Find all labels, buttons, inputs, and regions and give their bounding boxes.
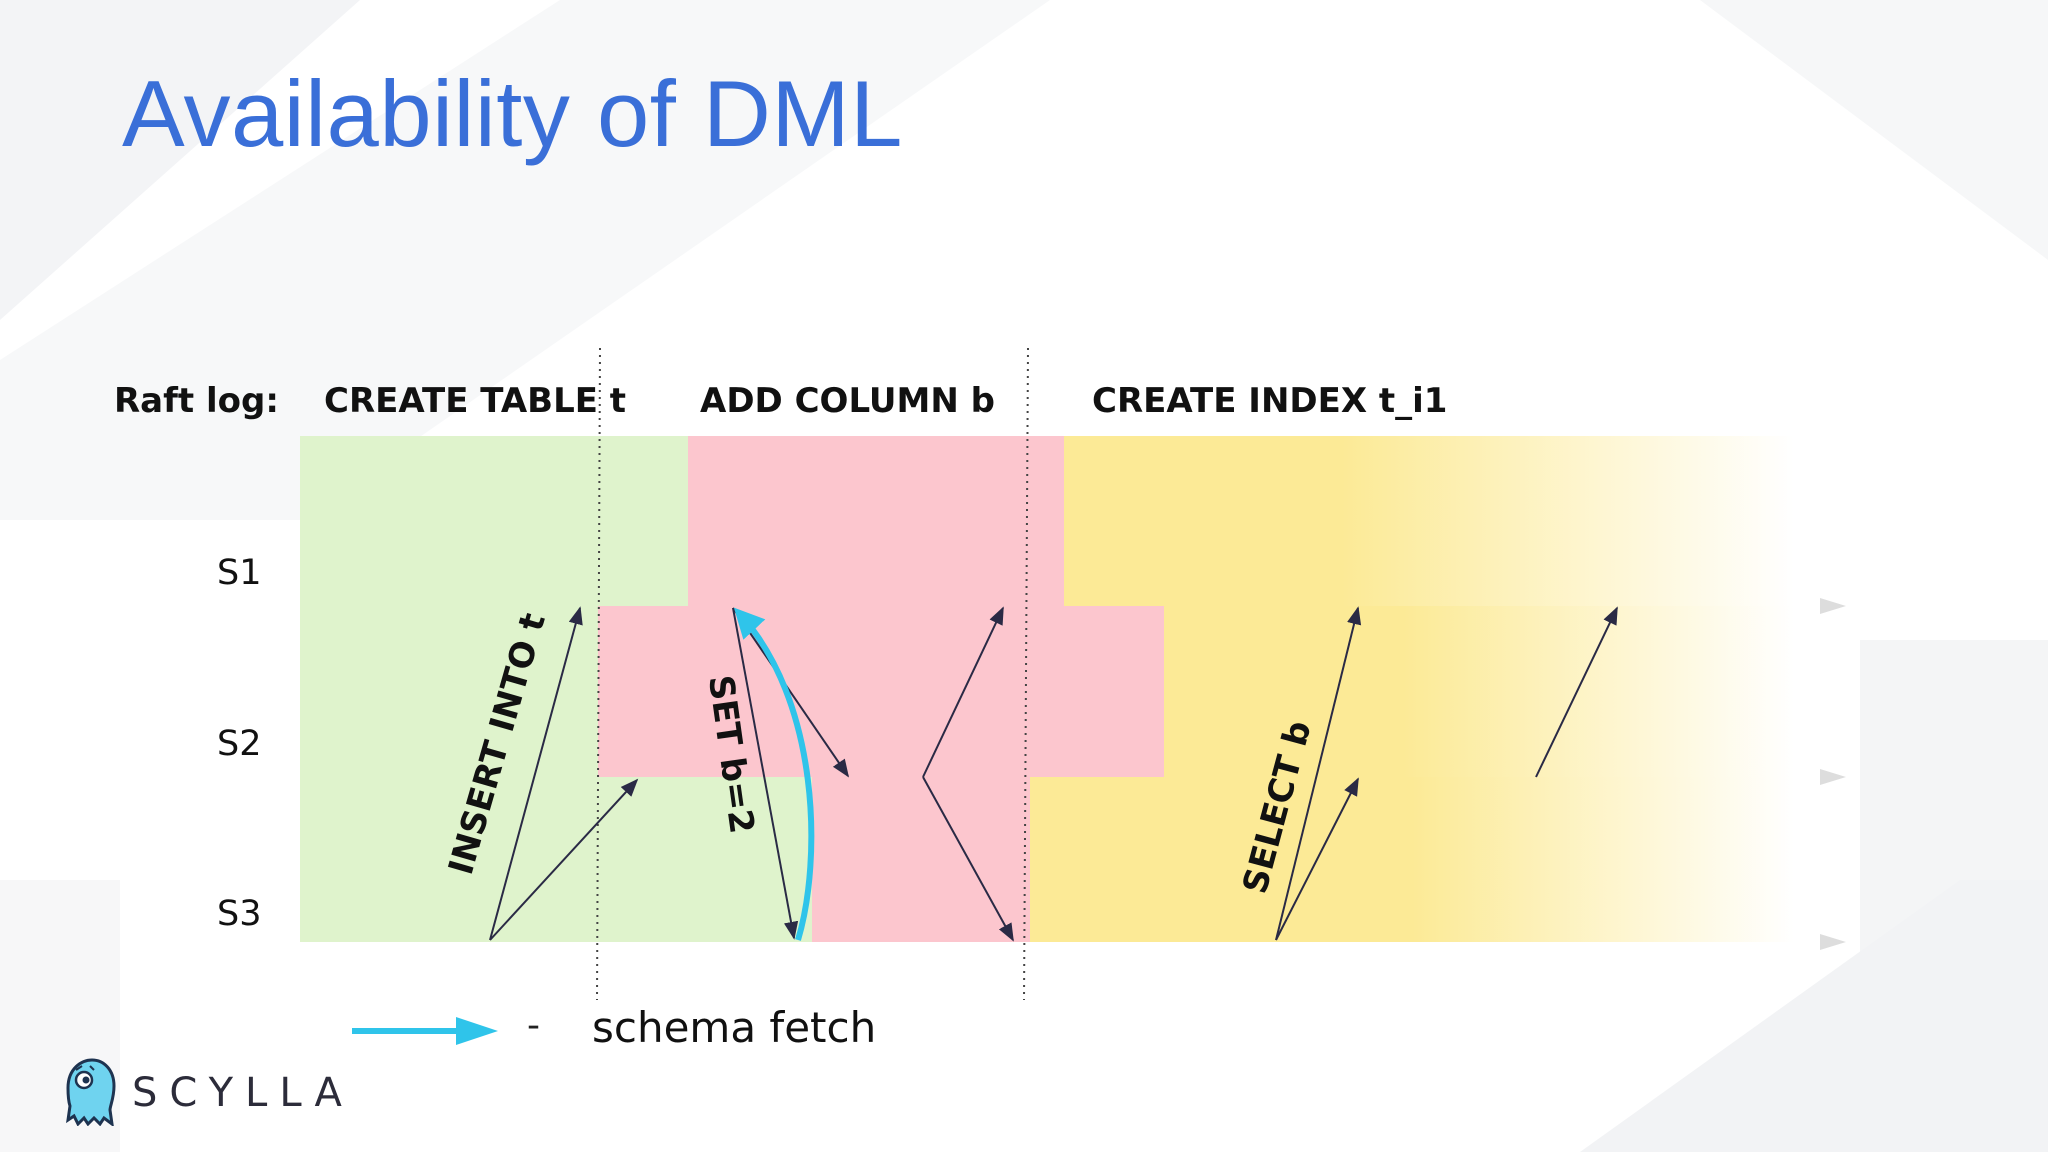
s3-add-column-region	[812, 777, 1030, 942]
raft-log-label: Raft log:	[114, 381, 279, 421]
s1-timeline-arrowhead	[1820, 598, 1846, 614]
scylla-logo: SCYLLA	[60, 1058, 342, 1130]
logo-wordmark: SCYLLA	[132, 1070, 354, 1116]
s1-create-index-region	[1064, 436, 1794, 606]
s3-timeline-arrowhead	[1820, 934, 1846, 950]
legend-label: schema fetch	[592, 1003, 877, 1052]
insert-arrow-to-s1	[489, 606, 583, 941]
set-arrow-s2-to-s1	[922, 606, 1004, 778]
slide-title: Availability of DML	[122, 61, 903, 166]
select-arrow-to-s1	[1275, 606, 1362, 941]
s2-create-index-region	[1164, 606, 1794, 777]
s3-create-table-region	[300, 777, 812, 942]
phase-label-add-column: ADD COLUMN b	[700, 381, 995, 421]
octopus-logo-icon	[66, 1058, 116, 1126]
schema-fetch-arrow	[733, 607, 815, 941]
s1-create-table-region	[300, 436, 688, 606]
select-arrow-to-s2	[1275, 777, 1359, 941]
legend-schema-fetch-arrow	[352, 1017, 498, 1045]
server-label-s3: S3	[217, 894, 262, 934]
set-arrow-s1-to-s3	[732, 607, 799, 940]
server-label-s1: S1	[217, 553, 262, 593]
phase-label-create-index: CREATE INDEX t_i1	[1092, 381, 1447, 421]
s2-timeline-arrowhead	[1820, 769, 1846, 785]
s2-add-column-region	[598, 606, 1164, 777]
s3-create-index-region	[1030, 777, 1794, 942]
late-arrow-s2-to-s1	[1535, 606, 1618, 778]
server-label-s2: S2	[217, 724, 262, 764]
phase-label-create-table: CREATE TABLE t	[324, 381, 626, 421]
s1-add-column-region	[688, 436, 1064, 606]
s2-create-table-region	[300, 606, 598, 777]
insert-arrow-to-s2	[489, 778, 639, 941]
set-arrow-s2-to-s3	[922, 776, 1014, 942]
legend-dash: -	[527, 1005, 540, 1046]
